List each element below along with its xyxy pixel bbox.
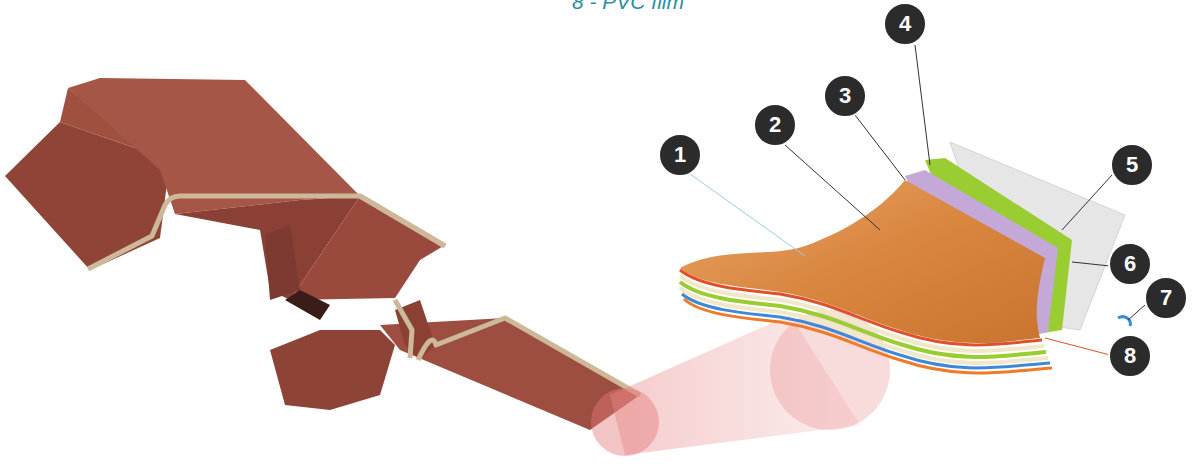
leader-lines — [690, 45, 1145, 355]
callout-text: 5 — [1126, 154, 1138, 176]
callout-text: 4 — [899, 13, 911, 35]
metal-profile — [5, 78, 640, 430]
caption-text: 8 - PVC film — [572, 0, 684, 14]
callout-text: 3 — [839, 85, 851, 107]
callout-text: 6 — [1124, 253, 1136, 275]
callout-text: 7 — [1160, 287, 1172, 309]
callout-number: 3 — [823, 74, 867, 118]
callout-number: 6 — [1108, 242, 1152, 286]
callout-number: 8 — [1108, 334, 1152, 378]
layered-sheet — [680, 142, 1130, 373]
callout-number: 2 — [753, 103, 797, 147]
callout-number: 7 — [1144, 276, 1188, 320]
callout-text: 1 — [674, 144, 686, 166]
callout-number: 5 — [1110, 143, 1154, 187]
callout-number: 4 — [883, 2, 927, 46]
callout-text: 2 — [769, 114, 781, 136]
callout-text: 8 — [1124, 345, 1136, 367]
callout-number: 1 — [658, 133, 702, 177]
